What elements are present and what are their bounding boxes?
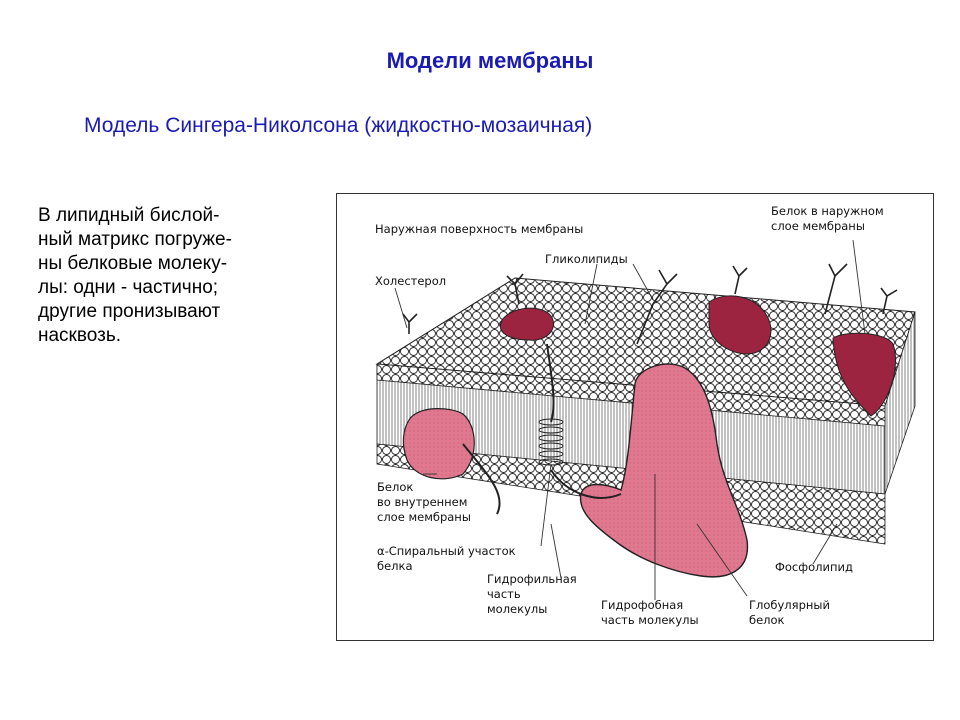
slide-subtitle: Модель Сингера-Николсона (жидкостно-моза… bbox=[84, 114, 593, 137]
label-cholesterol: Холестерол bbox=[375, 274, 447, 288]
body-line: В липидный бислой- bbox=[38, 205, 220, 226]
label-hydrophobic: Гидрофобная часть молекулы bbox=[601, 598, 699, 628]
body-line: другие пронизывают bbox=[38, 301, 221, 322]
label-line: часть молекулы bbox=[601, 613, 699, 627]
label-outer-surface: Наружная поверхность мембраны bbox=[375, 222, 584, 236]
label-inner-protein: Белок во внутреннем слое мембраны bbox=[377, 480, 471, 525]
label-line: Гидрофильная bbox=[487, 572, 577, 586]
inner-protein bbox=[402, 408, 475, 480]
membrane-diagram bbox=[375, 239, 916, 600]
label-line: белка bbox=[377, 559, 413, 573]
outer-layer-protein bbox=[832, 332, 897, 417]
label-line: Белок в наружном bbox=[771, 204, 884, 218]
body-paragraph: В липидный бислой- ный матрикс погруже- … bbox=[38, 204, 294, 348]
tail-region-side bbox=[884, 311, 916, 495]
label-phospholipid: Фосфолипид bbox=[775, 560, 853, 574]
label-line: молекулы bbox=[487, 602, 548, 616]
body-line: лы: одни - частично; bbox=[38, 277, 219, 298]
label-glycolipids: Гликолипиды bbox=[545, 252, 628, 266]
body-line: насквозь. bbox=[38, 325, 121, 346]
label-globular: Глобулярный белок bbox=[749, 598, 830, 628]
label-line: Глобулярный bbox=[749, 598, 830, 612]
glycolipid-chains bbox=[402, 263, 898, 345]
label-line: слое мембраны bbox=[771, 219, 865, 233]
body-line: ный матрикс погруже- bbox=[38, 229, 232, 250]
label-line: часть bbox=[487, 587, 521, 601]
membrane-figure: Наружная поверхность мембраны Белок в на… bbox=[336, 193, 934, 641]
protein-chain bbox=[462, 343, 622, 515]
outer-protein-middle bbox=[499, 307, 554, 341]
leader-lines bbox=[394, 239, 866, 600]
globular-protein bbox=[579, 363, 749, 578]
label-line: α-Спиральный участок bbox=[377, 544, 516, 558]
label-hydrophilic: Гидрофильная часть молекулы bbox=[487, 572, 577, 617]
label-line: во внутреннем bbox=[377, 495, 468, 509]
outer-protein-right bbox=[708, 295, 772, 355]
outer-head-edge bbox=[376, 363, 886, 427]
label-alpha-helix: α-Спиральный участок белка bbox=[377, 544, 516, 574]
label-line: Гидрофобная bbox=[601, 598, 684, 612]
slide-title: Модели мембраны bbox=[386, 48, 594, 73]
label-line: Белок bbox=[377, 480, 414, 494]
label-line: слое мембраны bbox=[377, 510, 471, 524]
body-line: ны белковые молеку- bbox=[38, 253, 228, 274]
label-outer-protein: Белок в наружном слое мембраны bbox=[771, 204, 884, 234]
label-line: белок bbox=[749, 613, 785, 627]
